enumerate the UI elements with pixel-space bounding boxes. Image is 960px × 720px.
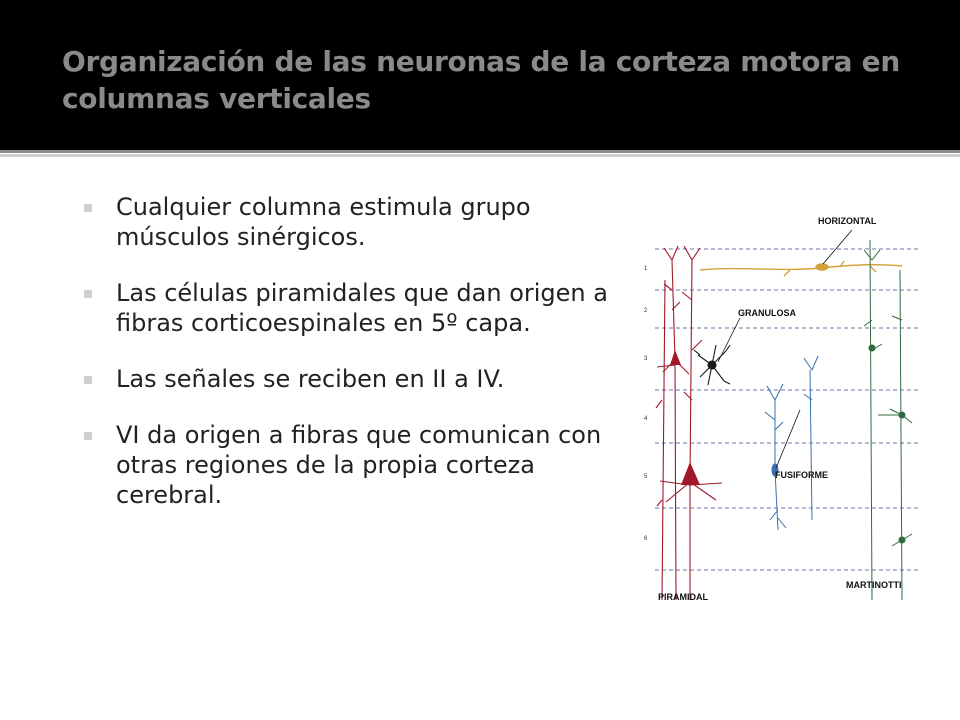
layer-number: 4: [644, 416, 648, 422]
square-bullet-icon: [84, 204, 92, 212]
label-horizontal: HORIZONTAL: [818, 216, 877, 226]
square-bullet-icon: [84, 432, 92, 440]
bullet-list: Cualquier columna estimula grupo músculo…: [82, 192, 622, 536]
horizontal-cell: [699, 260, 903, 277]
bullet-item: Las señales se reciben en II a IV.: [82, 364, 622, 394]
layer-number: 1: [644, 266, 648, 272]
title-divider-light: [0, 154, 960, 157]
bullet-text: Las células piramidales que dan origen a…: [116, 279, 608, 337]
granular-cell: [693, 344, 731, 386]
bullet-item: VI da origen a fibras que comunican con …: [82, 420, 622, 510]
pointer-line: [775, 409, 801, 469]
layer-boundaries: [655, 248, 920, 571]
title-divider: [0, 150, 960, 153]
bullet-item: Cualquier columna estimula grupo músculo…: [82, 192, 622, 252]
label-fusiforme: FUSIFORME: [775, 470, 828, 480]
label-piramidal: PIRAMIDAL: [658, 592, 708, 602]
layer-number: 2: [644, 308, 648, 314]
bullet-text: VI da origen a fibras que comunican con …: [116, 421, 602, 509]
label-martinotti: MARTINOTTI: [846, 580, 902, 590]
martinotti-cells: [863, 239, 913, 601]
square-bullet-icon: [84, 290, 92, 298]
pointer-line: [822, 229, 853, 265]
slide-title: Organización de las neuronas de la corte…: [62, 45, 901, 115]
cortex-neuron-diagram: 1 2 3 4 5 6: [644, 216, 920, 602]
pyramidal-cells: [655, 245, 723, 601]
square-bullet-icon: [84, 376, 92, 384]
title-bar: Organización de las neuronas de la corte…: [0, 0, 960, 150]
layer-number: 5: [644, 474, 648, 480]
bullet-text: Las señales se reciben en II a IV.: [116, 365, 505, 393]
bullet-text: Cualquier columna estimula grupo músculo…: [116, 193, 531, 251]
label-granulosa: GRANULOSA: [738, 308, 796, 318]
bullet-item: Las células piramidales que dan origen a…: [82, 278, 622, 338]
pointer-line: [717, 317, 741, 363]
layer-number: 6: [644, 536, 648, 542]
layer-number: 3: [644, 356, 648, 362]
